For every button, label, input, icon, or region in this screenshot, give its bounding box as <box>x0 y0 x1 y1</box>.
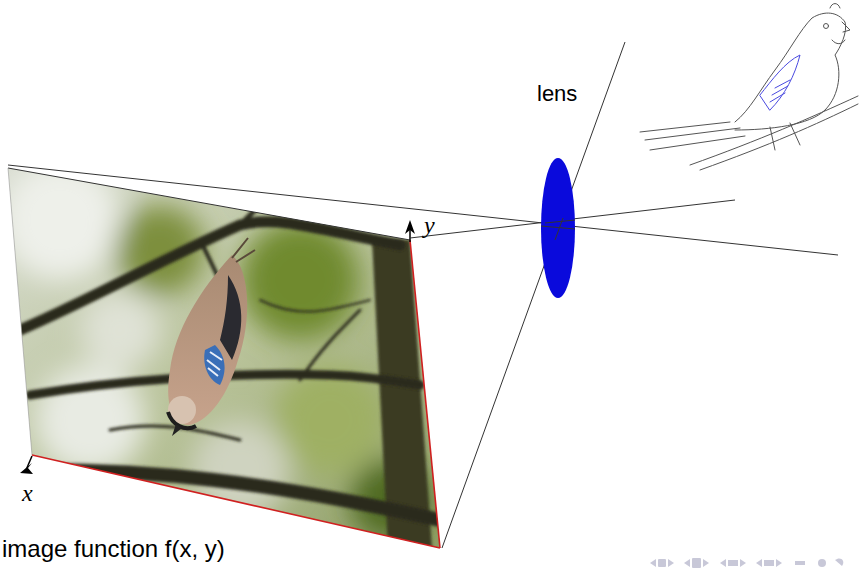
lens-label: lens <box>537 82 577 106</box>
x-axis <box>32 455 440 548</box>
navigation-symbols <box>650 558 843 568</box>
y-axis <box>410 240 440 548</box>
bird-sketch <box>640 4 858 171</box>
axis-label: x <box>22 480 33 506</box>
axis-label: y <box>424 212 435 238</box>
lens <box>541 158 575 298</box>
bird <box>168 238 255 436</box>
caption-text: image function f(x, y) <box>2 536 225 562</box>
light-rays <box>8 42 838 548</box>
bird-photo <box>0 160 450 560</box>
